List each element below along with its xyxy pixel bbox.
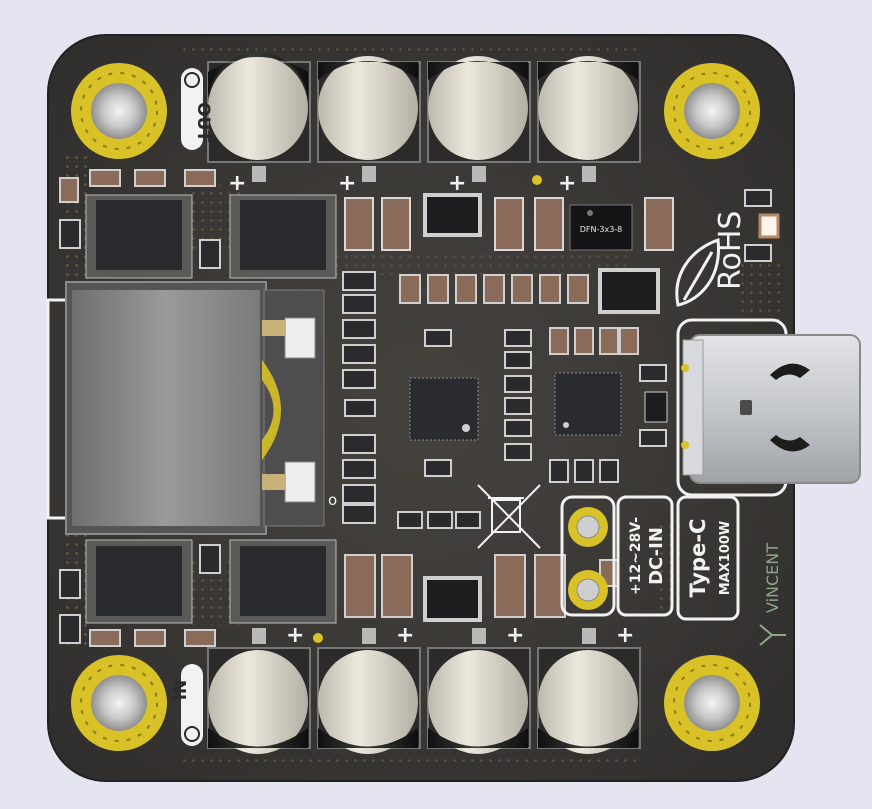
inductor: o bbox=[46, 281, 337, 535]
polarity-plus: + bbox=[448, 171, 466, 196]
dc-in-label-box: +12~28V- DC-IN bbox=[616, 495, 674, 617]
polarity-plus: + bbox=[558, 171, 576, 196]
type-c-label-box: Type-C MAX100W bbox=[676, 495, 740, 621]
dc-in-text: DC-IN bbox=[646, 527, 667, 585]
rohs-text: RoHS bbox=[713, 211, 748, 290]
mount-hole-bottom-right bbox=[664, 655, 760, 751]
polarity-plus: + bbox=[338, 171, 356, 196]
polarity-plus: + bbox=[396, 623, 414, 648]
mount-hole-bottom-left bbox=[71, 655, 167, 751]
passives-top bbox=[344, 197, 674, 251]
in-label-text: IN bbox=[171, 680, 191, 701]
brand-text: ViNCENT bbox=[763, 543, 782, 613]
in-label: IN bbox=[171, 664, 203, 746]
crossed-bin-icon bbox=[477, 484, 541, 549]
leaf-icon bbox=[675, 237, 720, 307]
controller-ic bbox=[409, 377, 479, 441]
smd-components bbox=[59, 169, 780, 647]
polarity-plus: + bbox=[286, 623, 304, 648]
capacitor bbox=[207, 628, 311, 754]
dc-in-terminals bbox=[560, 495, 616, 617]
out-label: OUT bbox=[181, 68, 213, 150]
type-c-text: Type-C bbox=[686, 519, 710, 598]
capacitor bbox=[207, 52, 311, 182]
voltage-text: +12~28V- bbox=[628, 517, 644, 595]
out-label-text: OUT bbox=[193, 102, 213, 142]
mount-hole-top-right bbox=[664, 63, 760, 159]
brand-mark: ViNCENT bbox=[759, 543, 786, 646]
input-capacitors bbox=[207, 628, 641, 754]
capacitor bbox=[537, 56, 641, 182]
max-power-text: MAX100W bbox=[718, 521, 733, 596]
output-capacitors bbox=[207, 52, 641, 182]
capacitor bbox=[427, 628, 531, 754]
capacitor bbox=[537, 628, 641, 754]
diode-top bbox=[423, 193, 482, 237]
polarity-plus: + bbox=[616, 623, 634, 648]
polarity-plus: + bbox=[506, 623, 524, 648]
chip-label: DFN-3x3-8 bbox=[580, 225, 623, 234]
mount-hole-top-left bbox=[71, 63, 167, 159]
pd-controller-ic bbox=[554, 372, 622, 436]
capacitor bbox=[427, 56, 531, 182]
usb-c-connector bbox=[676, 318, 861, 497]
polarity-plus: + bbox=[228, 171, 246, 196]
in-marker-circle bbox=[184, 726, 200, 742]
rohs-mark: RoHS bbox=[675, 211, 748, 307]
out-marker-circle bbox=[184, 72, 200, 88]
capacitor bbox=[317, 628, 421, 754]
pin1-dot: o bbox=[328, 491, 337, 509]
capacitor bbox=[317, 56, 421, 182]
mosfets bbox=[85, 194, 337, 624]
chip-dfn: DFN-3x3-8 bbox=[569, 204, 633, 251]
